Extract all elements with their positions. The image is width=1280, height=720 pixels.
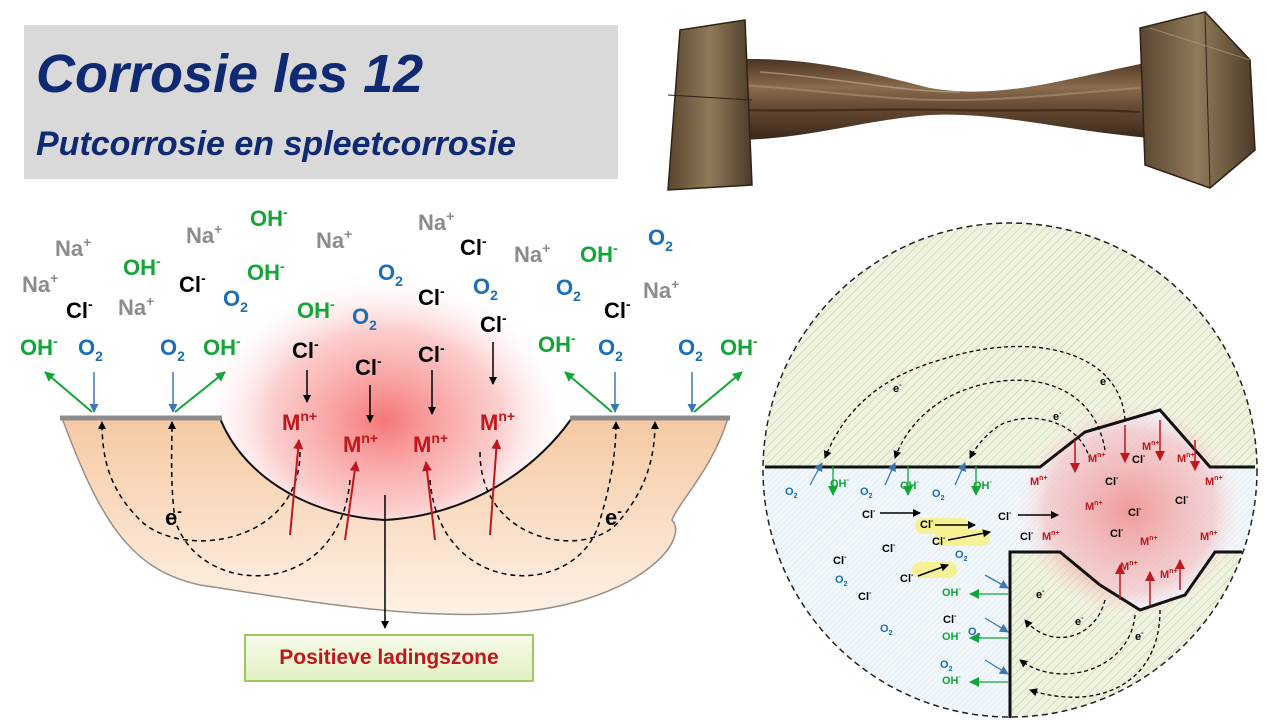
hydroxide-ion: OH- (247, 258, 285, 285)
title-box: Corrosie les 12 Putcorrosie en spleetcor… (24, 25, 618, 179)
electron: e- (893, 382, 902, 395)
electron: e- (165, 503, 182, 530)
metal-ion: Mn+ (480, 408, 515, 435)
positive-charge-zone-label: Positieve ladingszone (244, 634, 534, 682)
oxygen-molecule: O2 (223, 286, 248, 315)
chloride-ion: Cl- (1110, 527, 1124, 540)
oxygen-molecule: O2 (160, 335, 185, 364)
metal-ion: Mn+ (1120, 560, 1138, 573)
oxygen-molecule: O2 (955, 549, 968, 563)
metal-ion: Mn+ (343, 430, 378, 457)
hydroxide-ion: OH- (942, 586, 962, 599)
oxygen-molecule: O2 (940, 659, 953, 673)
crevice-corrosion-diagram (762, 222, 1258, 718)
metal-ion: Mn+ (1177, 452, 1195, 465)
chloride-ion: Cl- (943, 613, 957, 626)
chloride-ion: Cl- (858, 590, 872, 603)
chloride-ion: Cl- (1128, 506, 1142, 519)
page-subtitle: Putcorrosie en spleetcorrosie (36, 125, 516, 163)
chloride-ion: Cl- (1175, 494, 1189, 507)
hydroxide-ion: OH- (250, 204, 288, 231)
sodium-ion: Na+ (643, 276, 679, 303)
chloride-ion: Cl- (604, 296, 631, 323)
oxygen-molecule: O2 (352, 304, 377, 333)
chloride-ion: Cl- (66, 296, 93, 323)
hydroxide-ion: OH- (580, 240, 618, 267)
chloride-ion: Cl- (932, 535, 946, 548)
chloride-ion: Cl- (900, 572, 914, 585)
chloride-ion: Cl- (179, 270, 206, 297)
corroded-bolt-photo (667, 11, 1256, 191)
hydroxide-ion: OH- (20, 333, 58, 360)
sodium-ion: Na+ (514, 240, 550, 267)
oxygen-molecule: O2 (473, 274, 498, 303)
oxygen-molecule: O2 (932, 488, 945, 502)
electron: e- (1036, 588, 1045, 601)
sodium-ion: Na+ (22, 270, 58, 297)
chloride-ion: Cl- (480, 310, 507, 337)
sodium-ion: Na+ (316, 226, 352, 253)
sodium-ion: Na+ (55, 234, 91, 261)
chloride-ion: Cl- (355, 353, 382, 380)
hydroxide-ion: OH- (900, 479, 920, 492)
sodium-ion: Na+ (418, 208, 454, 235)
chloride-ion: Cl- (1020, 530, 1034, 543)
oxygen-molecule: O2 (785, 486, 798, 500)
hydroxide-ion: OH- (942, 674, 962, 687)
metal-ion: Mn+ (1140, 535, 1158, 548)
hydroxide-ion: OH- (973, 479, 993, 492)
chloride-ion: Cl- (418, 340, 445, 367)
metal-ion: Mn+ (282, 408, 317, 435)
chloride-ion: Cl- (292, 336, 319, 363)
metal-ion: Mn+ (1205, 475, 1223, 488)
chloride-ion: Cl- (1132, 453, 1146, 466)
oxygen-molecule: O2 (678, 335, 703, 364)
electron: e- (1075, 615, 1084, 628)
metal-ion: Mn+ (1160, 568, 1178, 581)
hydroxide-ion: OH- (720, 333, 758, 360)
chloride-ion: Cl- (998, 510, 1012, 523)
chloride-ion: Cl- (862, 508, 876, 521)
oxygen-molecule: O2 (860, 486, 873, 500)
page-title: Corrosie les 12 (36, 44, 424, 104)
hydroxide-ion: OH- (830, 477, 850, 490)
electron: e- (1100, 375, 1109, 388)
hydroxide-ion: OH- (123, 253, 161, 280)
electron: e- (1135, 630, 1144, 643)
hydroxide-ion: OH- (942, 630, 962, 643)
metal-ion: Mn+ (1030, 475, 1048, 488)
oxygen-molecule: O2 (598, 335, 623, 364)
ion-labels: Na+Na+Na+Na+Na+Na+Na+Na+OH-OH-OH-OH-OH-O… (20, 204, 1223, 687)
oxygen-molecule: O2 (378, 260, 403, 289)
metal-ion: Mn+ (1085, 500, 1103, 513)
chloride-ion: Cl- (418, 283, 445, 310)
oxygen-molecule: O2 (556, 275, 581, 304)
chloride-ion: Cl- (833, 554, 847, 567)
chloride-ion: Cl- (1105, 475, 1119, 488)
metal-ion: Mn+ (413, 430, 448, 457)
oxygen-molecule: O2 (835, 574, 848, 588)
oxygen-molecule: O2 (880, 623, 893, 637)
hydroxide-ion: OH- (203, 333, 241, 360)
metal-ion: Mn+ (1200, 530, 1218, 543)
sodium-ion: Na+ (186, 221, 222, 248)
metal-ion: Mn+ (1142, 440, 1160, 453)
oxygen-molecule: O2 (648, 225, 673, 254)
oxygen-molecule: O2 (78, 335, 103, 364)
chloride-ion: Cl- (882, 542, 896, 555)
hydroxide-ion: OH- (297, 296, 335, 323)
chloride-ion: Cl- (460, 233, 487, 260)
metal-ion: Mn+ (1088, 452, 1106, 465)
metal-ion: Mn+ (1042, 530, 1060, 543)
electron: e- (1053, 410, 1062, 423)
sodium-ion: Na+ (118, 293, 154, 320)
pitting-corrosion-diagram (44, 270, 743, 629)
chloride-ion: Cl- (920, 518, 934, 531)
hydroxide-ion: OH- (538, 330, 576, 357)
oxygen-molecule: O2 (968, 626, 981, 640)
electron: e- (605, 503, 622, 530)
